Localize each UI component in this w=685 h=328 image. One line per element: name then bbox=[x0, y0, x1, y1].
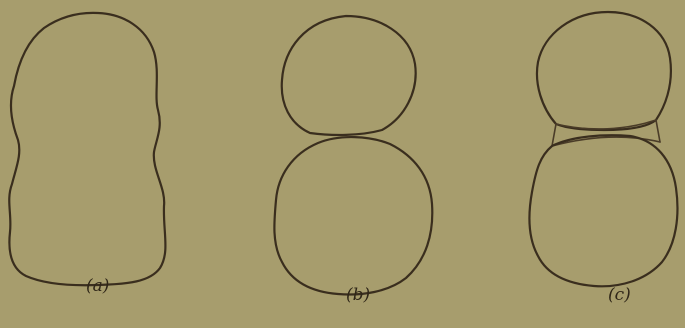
panel-c: (c) bbox=[530, 12, 678, 305]
elongated-cell-outline bbox=[9, 13, 165, 285]
connecting-neck-right bbox=[656, 120, 660, 142]
panel-b-label: (b) bbox=[346, 285, 370, 305]
upper-daughter-cell-outline bbox=[282, 16, 416, 135]
panel-a-label: (a) bbox=[86, 276, 109, 296]
connecting-neck-left bbox=[552, 124, 556, 146]
panel-a: (a) bbox=[9, 13, 165, 296]
upper-cell-outline bbox=[537, 12, 671, 130]
panel-b: (b) bbox=[274, 16, 432, 305]
connecting-neck-bottom bbox=[552, 137, 660, 146]
panel-c-label: (c) bbox=[608, 285, 631, 305]
lower-cell-outline bbox=[530, 135, 678, 286]
lower-daughter-cell-outline bbox=[274, 137, 432, 294]
